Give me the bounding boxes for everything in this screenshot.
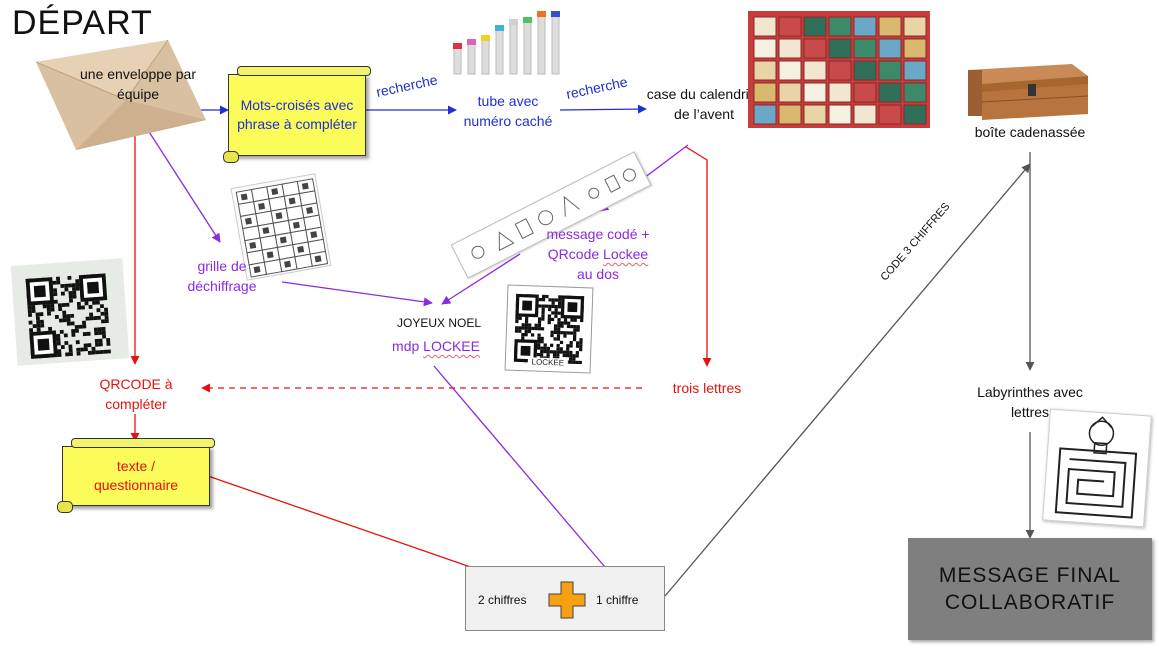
labyrinth-image xyxy=(1042,408,1152,528)
envelope-image xyxy=(36,40,206,150)
tubes-image xyxy=(450,6,570,78)
arrow-sum-lockedbox xyxy=(664,163,1031,597)
lockee-qr-image: LOCKEE xyxy=(504,284,594,374)
locked-box-image xyxy=(962,40,1092,122)
mdp-label: mdp LOCKEE xyxy=(374,336,498,356)
lockee-qr-caption: LOCKEE xyxy=(527,357,568,368)
coded-message-qrcode: QRcode xyxy=(547,246,600,262)
mdp-word: LOCKEE xyxy=(423,338,480,354)
coded-message-line3: au dos xyxy=(576,266,620,282)
arrow-tube-calendar xyxy=(559,104,647,114)
tube-label: tube avec numéro caché xyxy=(463,93,553,129)
sum-box: 2 chiffres 1 chiffre xyxy=(465,566,665,631)
mdp-prefix: mdp xyxy=(392,338,420,354)
coded-message-label: message codé + QRcode Lockee au dos xyxy=(528,224,668,284)
locked-box-label: boîte cadenassée xyxy=(974,124,1086,140)
final-message-label: MESSAGE FINAL COLLABORATIF xyxy=(938,564,1122,614)
page-title: DÉPART xyxy=(12,4,153,42)
arrow-mdp-onedigit xyxy=(433,365,617,581)
envelope-label: une enveloppe par équipe xyxy=(80,66,196,102)
crossword-label: Mots-croisés avec phrase à compléter xyxy=(237,97,357,132)
final-message-box: MESSAGE FINAL COLLABORATIF xyxy=(908,538,1152,640)
qrcode-label: QRCODE à compléter xyxy=(99,376,173,412)
one-digit-label: 1 chiffre xyxy=(596,593,639,607)
advent-calendar-image xyxy=(748,11,930,128)
labyrinths-label: Labyrinthes avec lettres xyxy=(977,384,1083,420)
two-digits-label: 2 chiffres xyxy=(478,593,527,607)
three-letters-label: trois lettres xyxy=(672,380,742,396)
plus-icon xyxy=(548,581,586,619)
coded-message-line1: message codé + xyxy=(546,226,650,242)
calendar-box-label: case du calendrier de l’avent xyxy=(646,86,762,122)
text-quiz-scroll: texte / questionnaire xyxy=(57,438,215,513)
deciphering-grid-image xyxy=(230,173,332,281)
text-quiz-label: texte / questionnaire xyxy=(93,458,179,493)
coded-message-lockee: Lockee xyxy=(603,246,649,262)
joyeux-noel-label: JOYEUX NOEL xyxy=(396,316,482,330)
grid-label: grille de déchiffrage xyxy=(187,258,257,294)
arrow-calendar-threeletters xyxy=(685,146,712,367)
arrow-grid-joyeux xyxy=(281,281,433,307)
qr-photo-left xyxy=(10,258,130,366)
coded-message-line2: QRcode Lockee xyxy=(528,244,668,264)
arrow-message-joyeux xyxy=(441,253,521,305)
arrow-text-twodigits xyxy=(207,475,509,582)
crossword-scroll: Mots-croisés avec phrase à compléter xyxy=(223,66,371,163)
coded-message-strip xyxy=(450,151,652,279)
